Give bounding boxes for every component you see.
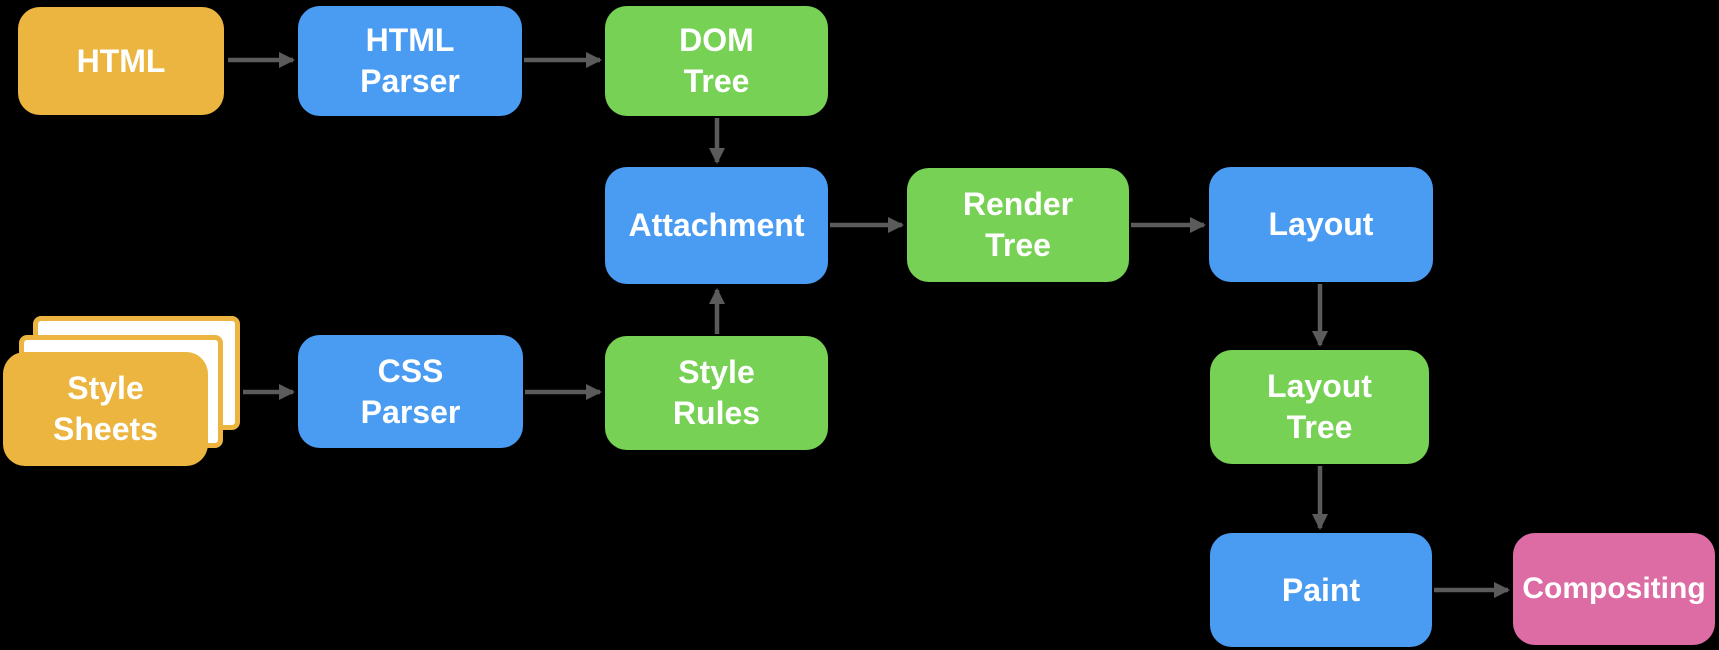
node-html-parser: HTML Parser: [298, 6, 522, 116]
node-dom-tree-label: DOM Tree: [679, 22, 754, 99]
node-style-sheets-label: Style Sheets: [53, 370, 158, 447]
edge-group: [228, 52, 1510, 598]
node-compositing-label: Compositing: [1522, 571, 1706, 605]
node-paint: Paint: [1210, 533, 1432, 647]
node-html-label: HTML: [76, 42, 166, 79]
node-style-rules: Style Rules: [605, 336, 828, 450]
node-css-parser: CSS Parser: [298, 335, 523, 448]
node-dom-tree: DOM Tree: [605, 6, 828, 116]
node-layout: Layout: [1209, 167, 1433, 282]
node-style-sheets: Style Sheets: [3, 352, 208, 466]
node-style-rules-label: Style Rules: [672, 354, 761, 431]
node-attachment-label: Attachment: [628, 207, 805, 244]
node-render-tree-label: Render Tree: [962, 186, 1074, 263]
node-render-tree: Render Tree: [907, 168, 1129, 282]
node-attachment: Attachment: [605, 167, 828, 284]
node-paint-label: Paint: [1281, 571, 1361, 608]
node-html-parser-label: HTML Parser: [360, 22, 460, 99]
node-css-parser-label: CSS Parser: [360, 352, 461, 430]
node-html: HTML: [18, 7, 224, 115]
node-compositing: Compositing: [1513, 533, 1715, 645]
node-layout-tree-label: Layout Tree: [1267, 368, 1372, 445]
node-layout-tree: Layout Tree: [1210, 350, 1429, 464]
node-layout-label: Layout: [1268, 206, 1374, 243]
